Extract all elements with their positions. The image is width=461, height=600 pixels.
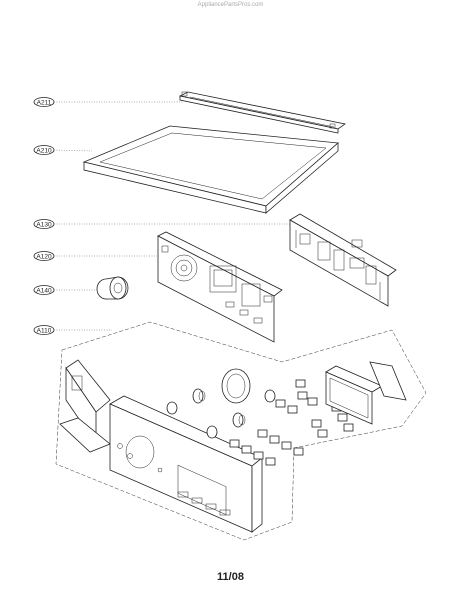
part-a211-top-rail <box>178 91 346 134</box>
callout-a210[interactable]: A210 <box>33 145 93 155</box>
date-code: 11/08 <box>217 571 244 583</box>
callout-label-a140: A140 <box>36 287 52 294</box>
callout-label-a130: A130 <box>36 221 52 228</box>
part-a210-top-cover <box>82 125 339 214</box>
part-a120-panel-frame <box>157 231 283 343</box>
callout-label-a110: A110 <box>37 327 52 334</box>
part-button-strips <box>229 379 354 466</box>
part-front-fascia <box>59 359 263 533</box>
callout-a211[interactable]: A211 <box>33 97 184 107</box>
callout-a140[interactable]: A140 <box>33 285 98 295</box>
callout-label-a211: A211 <box>37 99 52 106</box>
callout-a110[interactable]: A110 <box>33 325 112 335</box>
assembly-boundary-a110 <box>55 321 427 541</box>
callout-a130[interactable]: A130 <box>33 219 290 229</box>
part-a140-knob <box>96 276 129 300</box>
part-display-window <box>325 361 407 425</box>
callout-label-a120: A120 <box>36 253 52 260</box>
part-a130-pcb-board <box>289 213 397 307</box>
callout-label-a210: A210 <box>36 147 52 154</box>
part-small-knobs <box>166 368 276 439</box>
callout-a120[interactable]: A120 <box>33 251 157 261</box>
watermark: AppliancePartsPros.com <box>197 2 264 8</box>
